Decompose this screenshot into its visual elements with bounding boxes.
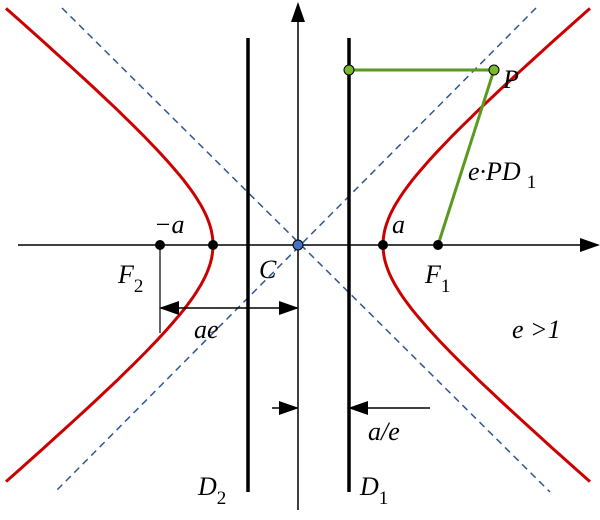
label-f1: F1 — [424, 260, 450, 297]
asymptote-1 — [61, 7, 551, 493]
label-a: a — [392, 210, 405, 239]
asymptote-2 — [54, 7, 537, 493]
point-vertex-left — [208, 240, 218, 250]
point-vertex-right — [378, 240, 388, 250]
point-d1-foot — [343, 64, 355, 76]
label-c: C — [259, 255, 277, 284]
label-d1: D1 — [359, 472, 388, 509]
label-a-over-e: a/e — [368, 417, 400, 446]
point-neg-a — [155, 240, 165, 250]
label-neg-a: −a — [154, 210, 185, 239]
segment-pf1 — [436, 69, 496, 246]
point-focus-f1 — [433, 240, 443, 250]
label-d2: D2 — [197, 472, 226, 509]
label-f2: F2 — [117, 260, 143, 297]
label-p: P — [502, 65, 519, 94]
label-eccentricity: e >1 — [512, 315, 561, 344]
label-ae: ae — [194, 315, 219, 344]
point-center — [292, 239, 304, 251]
point-p — [488, 64, 500, 76]
